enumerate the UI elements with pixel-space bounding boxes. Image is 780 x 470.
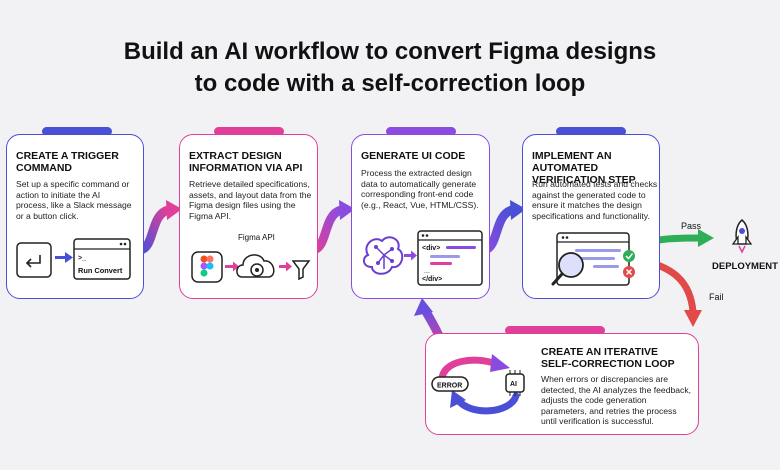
- step3-title: GENERATE UI CODE: [361, 150, 466, 162]
- loop-illustration: ERROR AI: [431, 354, 525, 415]
- terminal-prompt: >_: [78, 255, 86, 262]
- step4-description: Run automated tests and checks against t…: [532, 179, 658, 221]
- run-convert-button-label: Run Convert: [78, 266, 123, 275]
- step4-illustration: [551, 232, 635, 286]
- ai-label: AI: [510, 381, 517, 388]
- arrowhead-step3: [339, 200, 355, 220]
- step2-title: EXTRACT DESIGN INFORMATION VIA API: [189, 150, 303, 174]
- step3-card: GENERATE UI CODE Process the extracted d…: [351, 134, 490, 299]
- arrowhead-step2: [166, 200, 182, 220]
- loop-description: When errors or discrepancies are detecte…: [541, 374, 692, 427]
- code-close-tag: </div>: [422, 276, 442, 283]
- filter-funnel-icon: [291, 260, 311, 281]
- step2-description: Retrieve detailed specifications, assets…: [189, 179, 312, 221]
- deployment-label: DEPLOYMENT: [712, 261, 778, 272]
- step3-illustration: <div> ... </div>: [362, 230, 483, 286]
- magnifier-icon: [551, 252, 584, 286]
- small-arrow-icon: [65, 252, 73, 263]
- step4-title: IMPLEMENT AN AUTOMATED VERIFICATION STEP: [532, 150, 636, 186]
- error-label: ERROR: [437, 383, 462, 390]
- step1-card: CREATE A TRIGGER COMMAND Set up a specif…: [6, 134, 144, 299]
- title-line-2: to code with a self-correction loop: [194, 70, 586, 97]
- loop-tab: [505, 326, 605, 335]
- pass-label: Pass: [681, 221, 702, 231]
- step3-tab: [386, 127, 456, 136]
- figma-api-label: Figma API: [238, 233, 275, 242]
- pass-check-icon: [623, 250, 635, 262]
- title-line-1: Build an AI workflow to convert Figma de…: [123, 38, 657, 65]
- step2-illustration: Figma API: [191, 233, 311, 283]
- rocket-icon: [731, 219, 753, 254]
- step1-title: CREATE A TRIGGER COMMAND: [16, 150, 119, 174]
- ai-brain-icon: [362, 236, 404, 275]
- svg-text:...: ...: [424, 268, 430, 275]
- loop-arrow-top: [438, 356, 500, 384]
- fail-label: Fail: [709, 292, 724, 302]
- step4-card: IMPLEMENT AN AUTOMATED VERIFICATION STEP…: [522, 134, 660, 299]
- arrowhead-step4: [510, 200, 526, 220]
- step1-description: Set up a specific command or action to i…: [16, 179, 132, 221]
- ai-chip-icon: AI: [505, 370, 525, 396]
- page-title: Build an AI workflow to convert Figma de…: [0, 36, 780, 100]
- code-open-tag: <div>: [422, 245, 440, 252]
- fail-arrowhead: [684, 310, 702, 327]
- step2-card: EXTRACT DESIGN INFORMATION VIA API Retri…: [179, 134, 318, 299]
- step1-tab: [42, 127, 112, 136]
- step4-tab: [556, 127, 626, 136]
- pass-arrowhead: [698, 229, 714, 247]
- arrowhead-up: [414, 298, 433, 316]
- error-badge: [431, 376, 469, 392]
- code-window-icon: <div> ... </div>: [417, 230, 483, 286]
- loop-card: ERROR AI CREATE AN ITERATIVE SELF-CORREC…: [425, 333, 699, 435]
- loop-title: CREATE AN ITERATIVE SELF-CORRECTION LOOP: [541, 346, 675, 370]
- step3-description: Process the extracted design data to aut…: [361, 168, 479, 210]
- step1-illustration: >_ Run Convert: [16, 238, 131, 280]
- loop-arrow-bottom: [454, 392, 520, 415]
- step2-tab: [214, 127, 284, 136]
- enter-key-icon: [16, 242, 52, 278]
